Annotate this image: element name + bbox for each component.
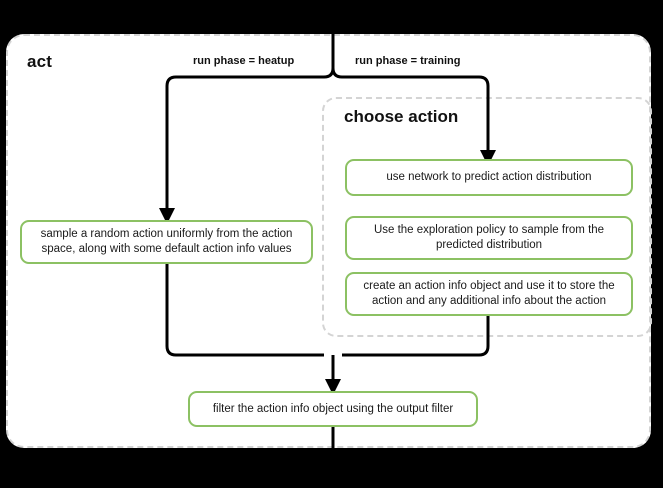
- node-predict-distribution[interactable]: use network to predict action distributi…: [345, 159, 633, 196]
- act-group-title: act: [27, 52, 53, 71]
- node-heatup-sample[interactable]: sample a random action uniformly from th…: [20, 220, 313, 264]
- edge-label-heatup: run phase = heatup: [193, 55, 295, 67]
- node-create-action-info[interactable]: create an action info object and use it …: [345, 272, 633, 316]
- node-exploration-policy[interactable]: Use the exploration policy to sample fro…: [345, 216, 633, 260]
- edge-label-training: run phase = training: [355, 55, 461, 67]
- node-output-filter[interactable]: filter the action info object using the …: [188, 391, 478, 427]
- choose-action-group-title: choose action: [344, 107, 459, 126]
